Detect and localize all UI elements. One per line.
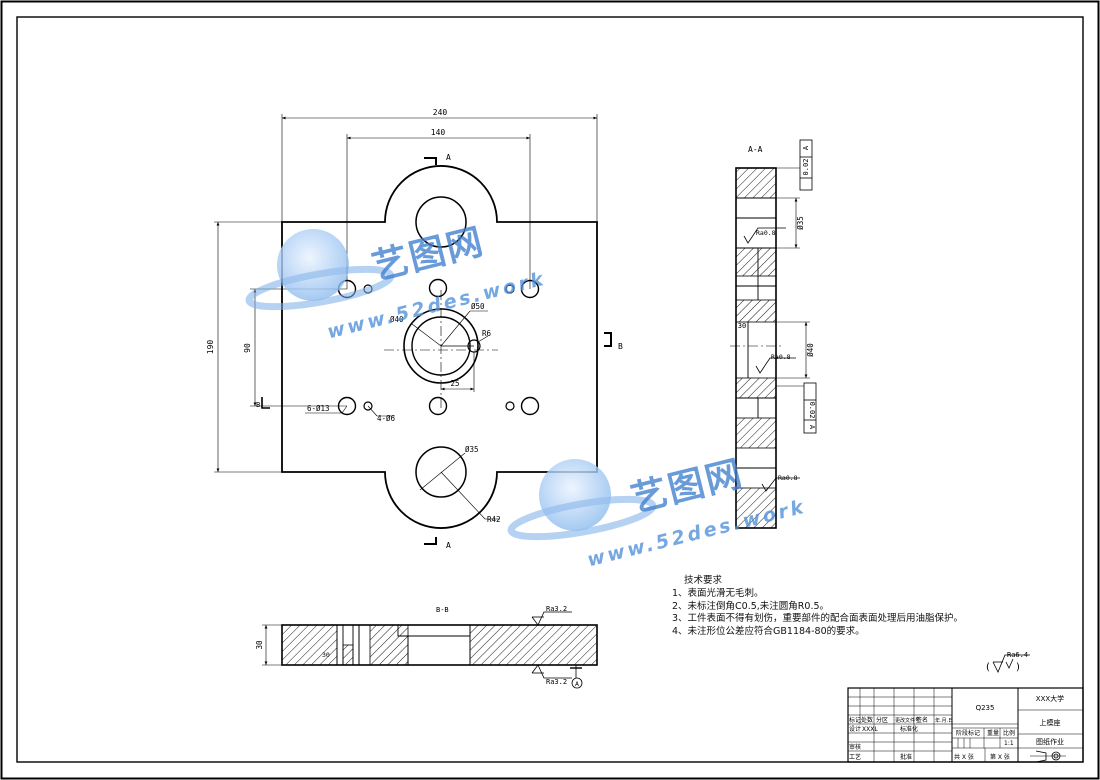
projection-symbol-icon [1030, 750, 1066, 763]
tb-designer-label: 设计 [849, 725, 861, 733]
ra-general: Ra6.4 [1007, 651, 1028, 659]
general-roughness: Ra6.4 ( ) [986, 651, 1030, 673]
cut-label-a-bottom: A [446, 541, 451, 550]
dim-bore-50: Ø50 [471, 302, 485, 311]
dim-holes-13: 6-Ø13 [307, 404, 330, 413]
tb-stage-label: 阶段标记 [956, 729, 980, 737]
dim-hole-spacing: 140 [431, 128, 446, 137]
datum-bb: A [575, 680, 579, 688]
tb-review-label: 审核 [849, 743, 861, 751]
dim-overall-height: 190 [206, 340, 215, 355]
tech-item: 4、未注形位公差应符合GB1184-80的要求。 [672, 626, 865, 638]
ra-section-1: Ra0.8 [756, 229, 776, 237]
svg-text:): ) [1016, 662, 1020, 673]
tech-item: 3、工件表面不得有划伤，重要部件的配合面表面处理后用油脂保护。 [672, 613, 964, 625]
dim-section-30: 30 [738, 322, 746, 330]
dim-guide-hole: Ø35 [465, 445, 479, 454]
tb-scale-label: 比例 [1003, 729, 1015, 737]
cut-label-b-right: B [618, 342, 623, 351]
tb-zone-label: 分区 [876, 716, 888, 724]
tb-sign-label: 签名 [916, 716, 928, 724]
dim-holes-6: 4-Ø6 [377, 414, 396, 423]
tb-designer: XXXL [862, 726, 878, 733]
section-bb-title: B-B [436, 606, 449, 614]
dim-section-bb-30: 30 [322, 651, 330, 659]
tb-date-label: 年.月.日 [935, 717, 953, 724]
section-aa-title: A-A [748, 145, 763, 154]
tb-weight-label: 重量 [987, 729, 999, 737]
dim-lug-radius: R42 [487, 515, 501, 524]
title-block: 标记 处数 分区 更改文件号 签名 年.月.日 设计 XXXL 标准化 审核 工… [847, 687, 1084, 763]
tb-std-label: 标准化 [900, 725, 918, 733]
cut-label-b-left: B [256, 401, 260, 409]
tech-item: 1、表面光滑无毛刺。 [672, 587, 764, 599]
ra-section-3: Ra0.8 [778, 474, 798, 482]
tb-school: XXX大学 [1036, 694, 1064, 703]
inner-frame [16, 16, 1084, 763]
tb-change-label: 更改文件号 [895, 717, 920, 724]
gdt-perp-datum: A [808, 425, 816, 430]
ra-bb-top: Ra3.2 [546, 605, 567, 613]
gdt-flatness-value: 0.02 [802, 159, 810, 176]
tb-mark-label: 标记 [849, 716, 861, 724]
dim-thickness: 30 [255, 640, 264, 650]
tb-part-name: 上模座 [1040, 718, 1061, 727]
dim-hole-vertical: 90 [243, 343, 252, 353]
ra-bb-bottom: Ra3.2 [546, 678, 567, 686]
gdt-perp-value: 0.02 [808, 402, 816, 419]
watermark-globe-icon [245, 229, 395, 311]
dim-section-40: Ø40 [806, 343, 815, 357]
section-view-aa: A-A Ø35 Ø40 30 Ra0.8 Ra0.8 Ra0. [730, 139, 817, 529]
tb-sheet-no: 第 X 张 [990, 753, 1010, 761]
gdt-flatness-datum: A [802, 145, 810, 150]
tech-item: 2、未标注倒角C0.5,未注圆角R0.5。 [672, 600, 830, 612]
section-view-bb: B-B 30 30 Ra3.2 Ra3.2 A [255, 605, 598, 689]
tb-drawing-type: 图纸作业 [1036, 737, 1064, 746]
tb-sheet-total: 共 X 张 [954, 753, 974, 761]
ra-section-2: Ra0.8 [771, 353, 791, 361]
dim-section-35: Ø35 [796, 216, 805, 230]
tb-scale: 1:1 [1004, 740, 1014, 747]
tb-process-label: 工艺 [849, 753, 861, 761]
svg-text:(: ( [986, 662, 990, 673]
tech-heading: 技术要求 [684, 575, 723, 586]
tb-material: Q235 [976, 704, 995, 712]
technical-requirements: 技术要求 1、表面光滑无毛刺。 2、未标注倒角C0.5,未注圆角R0.5。 3、… [672, 575, 992, 639]
tb-count-label: 处数 [861, 716, 873, 724]
dim-notch-radius: R6 [482, 329, 492, 338]
watermark-globe-icon [507, 459, 657, 541]
tb-approve-label: 批准 [900, 753, 912, 761]
dim-notch-offset: 25 [450, 379, 459, 388]
dim-overall-width: 240 [433, 108, 448, 117]
dim-bore-40: Ø40 [390, 315, 404, 324]
cut-label-a-top: A [446, 153, 451, 162]
